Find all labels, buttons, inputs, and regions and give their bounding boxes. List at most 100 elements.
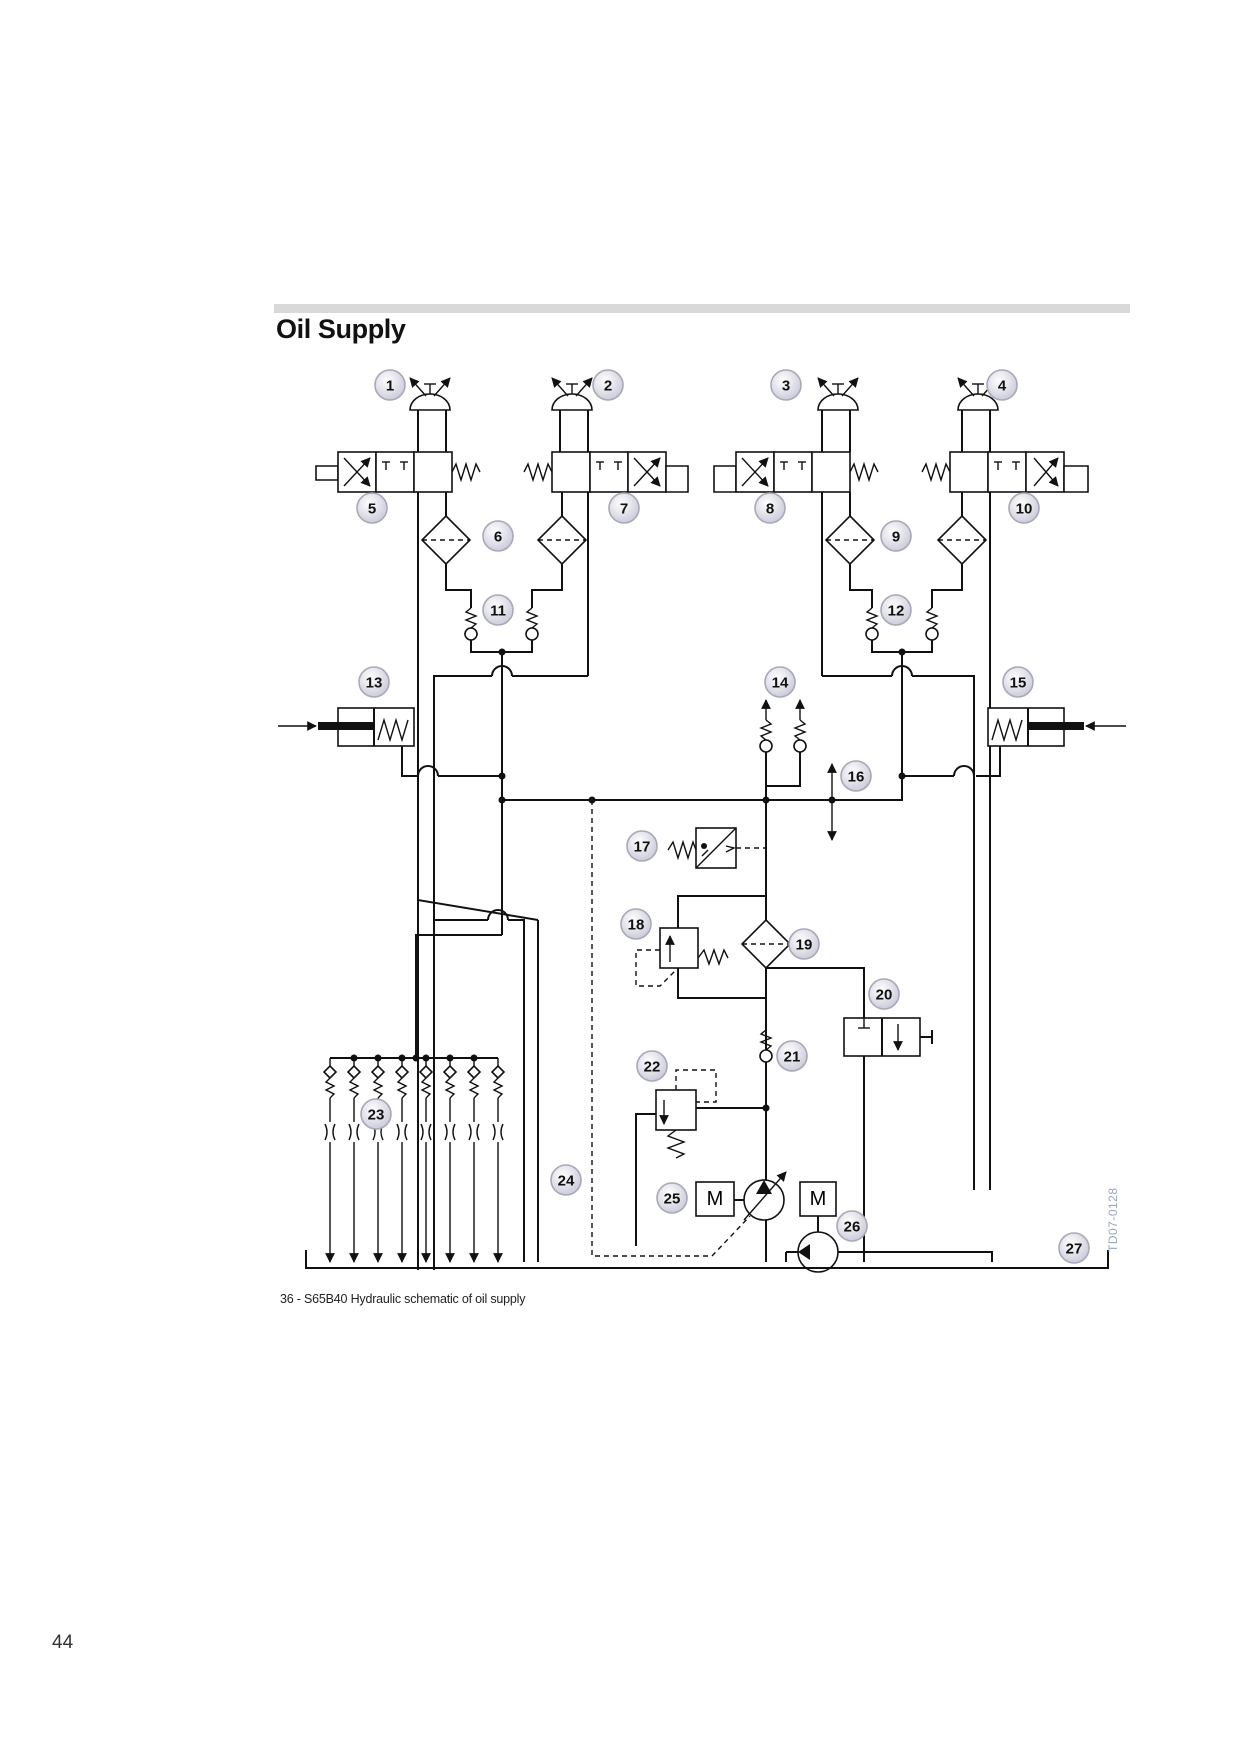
svg-text:17: 17 (634, 839, 651, 856)
cam-actuator-1 (409, 377, 451, 411)
cam-actuator-3 (817, 377, 859, 411)
svg-text:7: 7 (620, 501, 628, 518)
callout-3: 3 (770, 369, 802, 401)
motor-label-26: M (810, 1188, 827, 1210)
outlet-check-valves-14 (759, 699, 807, 800)
svg-text:21: 21 (784, 1049, 801, 1066)
svg-text:3: 3 (782, 378, 790, 395)
svg-text:5: 5 (368, 501, 376, 518)
section-rule (274, 304, 1130, 313)
oil-level-sensor-20 (766, 967, 933, 1262)
spray-nozzle (490, 1058, 506, 1263)
distribution-manifold-23 (330, 934, 502, 1062)
callout-6: 6 (482, 520, 514, 552)
callout-9: 9 (880, 520, 912, 552)
pressure-relief-22 (635, 1069, 770, 1246)
svg-text:23: 23 (368, 1107, 385, 1124)
svg-text:11: 11 (490, 603, 506, 620)
svg-text:18: 18 (628, 917, 645, 934)
solenoid-valve-10 (921, 451, 1089, 493)
callout-25: 25 (656, 1182, 688, 1214)
svg-text:9: 9 (892, 529, 900, 546)
svg-text:13: 13 (366, 675, 383, 692)
main-filter-19 (740, 918, 792, 970)
callout-10: 10 (1008, 492, 1040, 524)
callout-20: 20 (868, 978, 900, 1010)
spray-nozzle (442, 1058, 458, 1263)
callout-16: 16 (840, 760, 872, 792)
solenoid-valve-7 (523, 451, 689, 493)
pressure-switch-17 (667, 827, 766, 869)
solenoid-valve-5 (315, 451, 481, 493)
motor-label-25: M (707, 1188, 724, 1210)
callout-13: 13 (358, 666, 390, 698)
callout-11: 11 (482, 594, 514, 626)
callout-2: 2 (592, 369, 624, 401)
svg-text:16: 16 (848, 769, 865, 786)
svg-text:4: 4 (998, 378, 1007, 395)
spray-nozzle (394, 1058, 410, 1263)
page-title: Oil Supply (276, 314, 406, 344)
oil-pump-25: M (695, 1171, 787, 1221)
callout-22: 22 (636, 1050, 668, 1082)
svg-text:14: 14 (772, 675, 789, 692)
svg-text:27: 27 (1066, 1241, 1083, 1258)
svg-text:26: 26 (844, 1219, 861, 1236)
callout-15: 15 (1002, 666, 1034, 698)
bearing-outlet-16 (827, 763, 837, 841)
cam-actuator-2 (551, 377, 593, 411)
svg-text:8: 8 (766, 501, 774, 518)
callout-21: 21 (776, 1040, 808, 1072)
cam-actuator-4 (957, 377, 999, 411)
page-number: 44 (52, 1632, 74, 1653)
callout-19: 19 (788, 928, 820, 960)
callout-26: 26 (836, 1210, 868, 1242)
svg-text:22: 22 (644, 1059, 661, 1076)
valve-filter-lines (417, 492, 991, 1270)
scavenge-pump-26: M (785, 1181, 993, 1273)
svg-text:24: 24 (558, 1173, 575, 1190)
spray-nozzle (370, 1058, 386, 1263)
callout-17: 17 (626, 830, 658, 862)
solenoid-valve-8 (713, 451, 879, 493)
actuator-feed-lines (417, 410, 991, 452)
svg-text:10: 10 (1016, 501, 1033, 518)
return-lines (417, 898, 539, 1262)
svg-text:19: 19 (796, 937, 813, 954)
callout-27: 27 (1058, 1232, 1090, 1264)
check-valve-21 (759, 1029, 773, 1063)
callout-12: 12 (880, 594, 912, 626)
svg-text:2: 2 (604, 378, 612, 395)
control-line-24 (591, 800, 751, 1257)
spray-nozzle (322, 1058, 338, 1263)
relief-valve-18 (635, 895, 766, 999)
figure-code: TD07-0128 (1106, 1187, 1120, 1252)
svg-text:6: 6 (494, 529, 502, 546)
callout-24: 24 (550, 1164, 582, 1196)
oil-spray-nozzles (322, 1058, 506, 1263)
spray-nozzle (418, 1058, 434, 1263)
piston-15 (976, 707, 1126, 777)
oil-sump-27 (305, 1250, 1109, 1269)
callout-7: 7 (608, 492, 640, 524)
piston-13 (278, 707, 418, 777)
svg-text:15: 15 (1010, 675, 1027, 692)
callout-8: 8 (754, 492, 786, 524)
spray-nozzle (346, 1058, 362, 1263)
callout-1: 1 (374, 369, 406, 401)
callout-23: 23 (360, 1098, 392, 1130)
callout-5: 5 (356, 492, 388, 524)
svg-text:1: 1 (386, 378, 394, 395)
filter-9 (824, 514, 988, 566)
callout-14: 14 (764, 666, 796, 698)
svg-text:25: 25 (664, 1191, 681, 1208)
upper-headers (433, 652, 975, 1270)
callout-18: 18 (620, 908, 652, 940)
figure-caption: 36 - S65B40 Hydraulic schematic of oil s… (280, 1292, 526, 1306)
callout-4: 4 (986, 369, 1018, 401)
spray-nozzle (466, 1058, 482, 1263)
check-valves-12 (849, 564, 963, 656)
svg-text:12: 12 (888, 603, 905, 620)
svg-text:20: 20 (876, 987, 893, 1004)
